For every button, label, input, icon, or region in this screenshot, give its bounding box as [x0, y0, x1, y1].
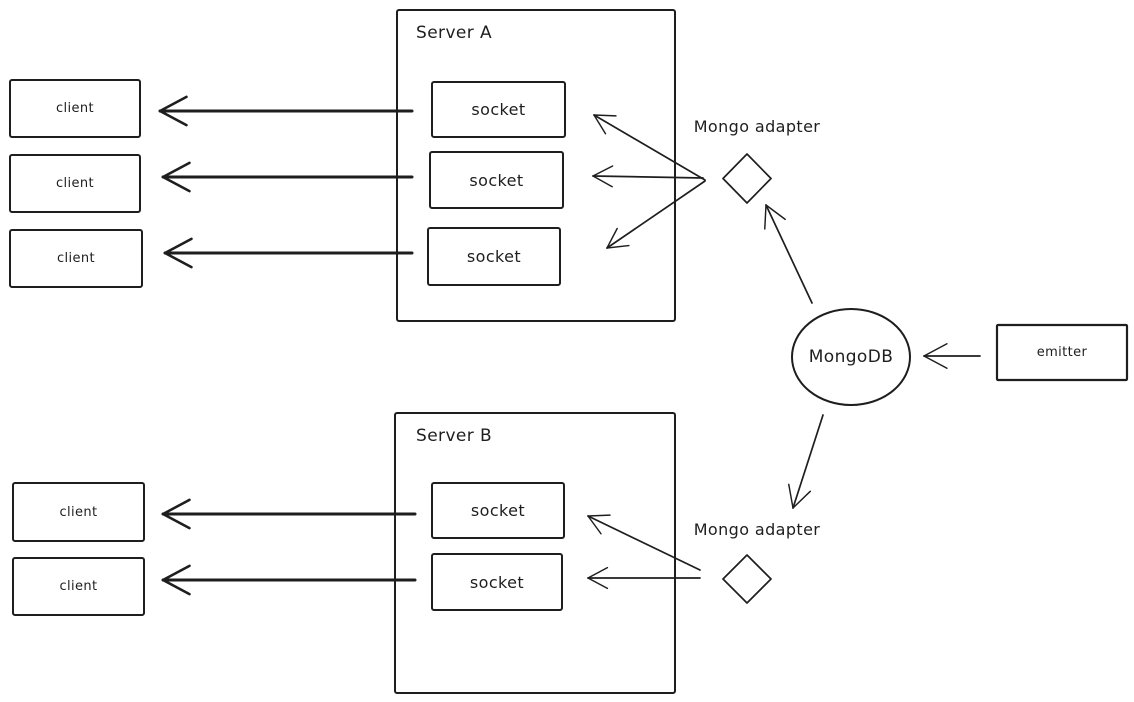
server-a-socket-3-box — [427, 227, 561, 286]
client-top-1-box — [9, 79, 141, 138]
arrow-server-b-to-client-2 — [161, 564, 417, 596]
arrow-adapter-top-to-socket-3 — [606, 180, 706, 249]
mongo-adapter-top-shape — [722, 153, 772, 204]
client-bottom-1-box — [12, 482, 145, 542]
client-top-2-label: client — [55, 176, 95, 191]
client-top-3-label: client — [56, 251, 96, 266]
arrow-emitter-to-mongodb — [923, 343, 981, 369]
arrow-server-a-to-client-3 — [163, 237, 414, 269]
server-b-title: Server B — [416, 426, 493, 446]
arrow-server-b-to-client-1 — [161, 498, 417, 530]
mongo-adapter-top-label: Mongo adapter — [693, 116, 821, 136]
arrow-mongodb-to-adapter-bottom — [788, 414, 824, 509]
arrow-adapter-bottom-to-socket-1 — [587, 514, 701, 571]
server-a-socket-2-box — [429, 151, 564, 209]
client-bottom-1-label: client — [59, 504, 98, 520]
client-top-3-box — [9, 229, 143, 288]
client-bottom-2-box — [12, 557, 145, 616]
server-b-socket-1-label: socket — [470, 501, 526, 520]
server-a-socket-2-label: socket — [469, 170, 524, 190]
arrow-server-a-to-client-1 — [158, 95, 414, 127]
arrow-adapter-bottom-to-socket-2 — [587, 566, 701, 590]
server-b-socket-1-box — [431, 482, 565, 539]
client-bottom-2-label: client — [59, 579, 98, 594]
server-a-title: Server A — [416, 23, 492, 43]
client-top-1-label: client — [55, 101, 95, 116]
mongodb-shape — [791, 308, 911, 406]
client-top-2-box — [9, 154, 141, 213]
emitter-label: emitter — [1036, 345, 1088, 360]
server-a-socket-1-label: socket — [471, 100, 526, 119]
emitter-box — [995, 323, 1129, 382]
server-a-box — [396, 9, 676, 322]
mongo-adapter-bottom-shape — [722, 554, 772, 604]
server-a-socket-3-label: socket — [466, 247, 522, 266]
arrow-mongodb-to-adapter-top — [764, 204, 813, 304]
mongodb-label: MongoDB — [808, 347, 894, 367]
server-b-box — [394, 412, 676, 694]
server-b-socket-2-box — [431, 553, 563, 611]
server-b-socket-2-label: socket — [469, 572, 525, 592]
arrow-adapter-top-to-socket-1 — [593, 114, 706, 181]
arrow-server-a-to-client-2 — [161, 161, 414, 193]
mongo-adapter-bottom-label: Mongo adapter — [693, 519, 821, 539]
server-a-socket-1-box — [431, 81, 566, 138]
arrow-adapter-top-to-socket-2 — [592, 165, 704, 188]
